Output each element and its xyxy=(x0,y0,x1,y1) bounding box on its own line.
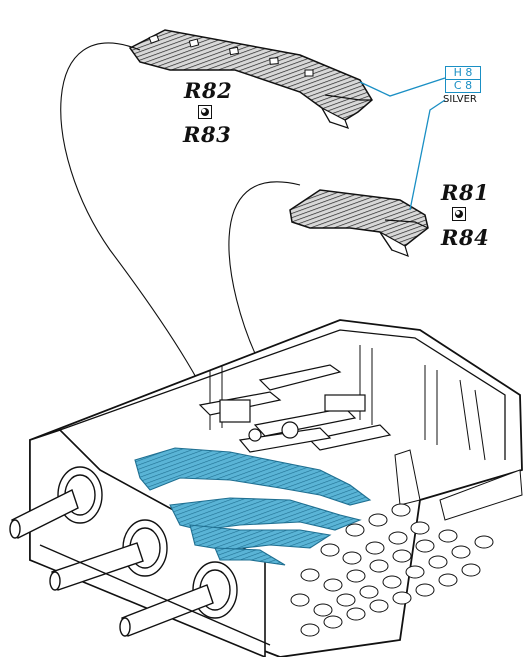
paint-chip-icon xyxy=(198,105,212,119)
lower-track-part xyxy=(289,189,429,257)
part-label-r82: R82 xyxy=(184,78,233,103)
road-wheels xyxy=(290,503,494,637)
part-label-r83: R83 xyxy=(183,122,232,147)
installed-tracks-highlight xyxy=(134,447,372,566)
paint-chip-icon xyxy=(452,207,466,221)
axle-shafts xyxy=(9,466,271,646)
part-label-r81: R81 xyxy=(441,180,490,205)
paint-code-c8: C 8 xyxy=(445,79,481,93)
upper-track-part xyxy=(128,29,373,129)
hull-body xyxy=(9,319,523,657)
paint-color-name: SILVER xyxy=(443,94,477,105)
paint-code-h8: H 8 xyxy=(445,66,481,80)
paint-leader-lines xyxy=(359,77,446,211)
part-label-r84: R84 xyxy=(441,225,490,250)
